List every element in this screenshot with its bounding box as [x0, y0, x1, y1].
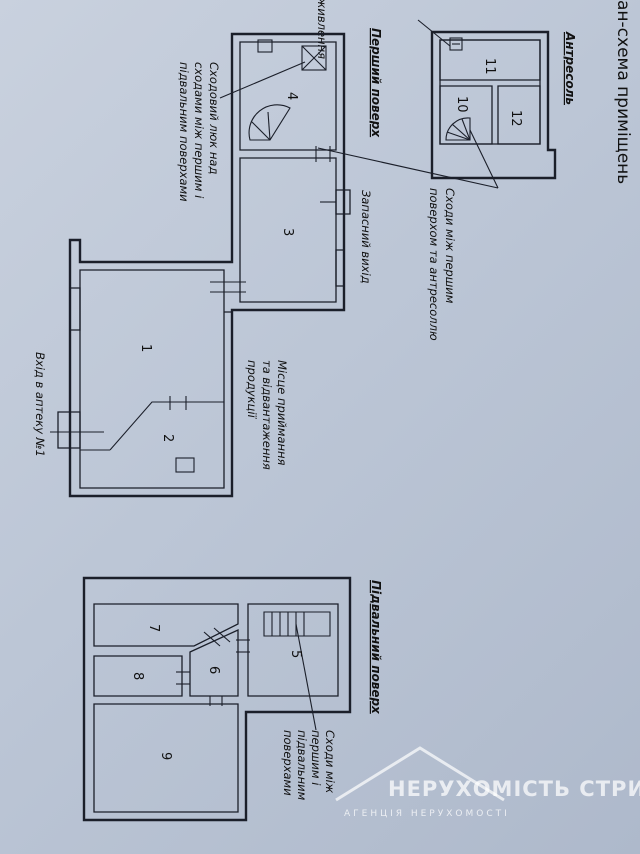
- label-stairs-basement-3: підвальним: [295, 730, 309, 801]
- room-10: 10: [454, 96, 469, 113]
- room-4: 4: [284, 92, 299, 100]
- heading-first-floor: Перший поверх: [369, 28, 383, 138]
- mezzanine-plan: [430, 30, 557, 180]
- room-5: 5: [288, 650, 303, 658]
- watermark: НЕРУХОМІСТЬ СТРИЯ АГЕНЦІЯ НЕРУХОМОСТІ: [335, 746, 640, 819]
- label-stairs-basement-4: поверхами: [281, 730, 295, 796]
- label-hatch-2: сходами між першим і: [192, 62, 206, 199]
- heading-mezzanine: Антресоль: [563, 31, 577, 105]
- label-receiving-1: Місце приймання: [275, 360, 289, 466]
- label-stairs-mezzanine-1: Сходи між першим: [443, 188, 457, 304]
- room-7: 7: [146, 624, 161, 632]
- label-receiving-3: продукції: [245, 360, 259, 420]
- label-stairs-basement-2: першим і: [309, 730, 323, 786]
- leader-line-1: [469, 129, 499, 189]
- leader-line-2: [317, 147, 499, 189]
- leader-line-3: [219, 61, 306, 99]
- watermark-sub: АГЕНЦІЯ НЕРУХОМОСТІ: [344, 809, 510, 819]
- watermark-main: НЕРУХОМІСТЬ СТРИЯ: [388, 777, 640, 801]
- plan-title: ан-схема приміщень: [613, 0, 633, 184]
- heading-basement: Підвальний поверх: [369, 580, 383, 715]
- label-hatch-3: підвальним поверхами: [177, 62, 191, 202]
- label-stairs-basement-1: Сходи між: [323, 730, 337, 794]
- first-floor-plan: [50, 32, 351, 498]
- label-stairs-mezzanine-2: поверхом та антресоллю: [427, 188, 441, 341]
- room-1: 1: [138, 344, 153, 352]
- label-receiving-2: та відвантаження: [260, 360, 274, 470]
- room-12: 12: [508, 110, 523, 127]
- label-hatch-1: Сходовий люк над: [207, 62, 221, 174]
- room-8: 8: [130, 672, 145, 680]
- room-9: 9: [158, 752, 173, 760]
- label-entrance: Вхід в аптеку №1: [33, 352, 47, 457]
- room-3: 3: [280, 228, 295, 236]
- room-2: 2: [160, 434, 175, 442]
- leader-line-4: [417, 19, 451, 47]
- basement-plan: [82, 576, 352, 822]
- room-11: 11: [482, 58, 497, 75]
- room-6: 6: [206, 666, 221, 674]
- label-top-cut: живлення: [315, 0, 329, 59]
- label-emergency-exit: Запасний вихід: [359, 190, 373, 284]
